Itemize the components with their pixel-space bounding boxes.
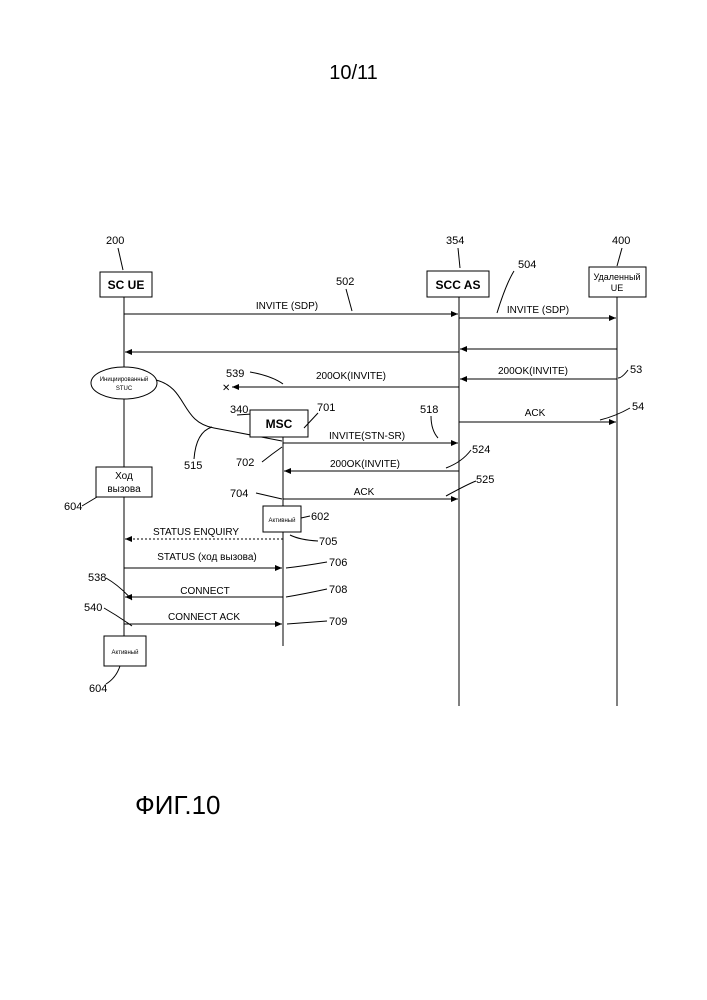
ref-706: 706	[329, 557, 347, 569]
ref-602: 602	[311, 511, 329, 523]
ref-538: 538	[88, 572, 106, 584]
ref-702-leader	[262, 447, 282, 462]
ref-708: 708	[329, 584, 347, 596]
state-initiated	[91, 367, 157, 399]
msg-53-label: 200OK(INVITE)	[498, 366, 568, 377]
ref-539-leader	[250, 372, 283, 384]
ref-709: 709	[329, 616, 347, 628]
remote-ue-ref-leader	[617, 248, 622, 266]
state-call-progress-line1: Ход	[115, 471, 133, 482]
ref-525-leader	[446, 481, 476, 496]
ref-502: 502	[336, 276, 354, 288]
scc-as-label: SCC AS	[436, 278, 481, 292]
scc-as-ref: 354	[446, 235, 464, 247]
ref-515: 515	[184, 460, 202, 472]
ref-708-leader	[286, 589, 327, 597]
ref-515-leader	[194, 427, 212, 459]
msg-504-label: INVITE (SDP)	[507, 305, 569, 316]
sc-ue-ref-leader	[118, 248, 123, 270]
ref-602-leader	[301, 516, 310, 518]
msg-706-label: STATUS (ход вызова)	[157, 552, 257, 563]
msg-524-label: 200OK(INVITE)	[330, 459, 400, 470]
ref-604-top-leader	[82, 497, 97, 506]
ref-701: 701	[317, 402, 335, 414]
ref-518-leader	[431, 416, 438, 438]
ref-709-leader	[287, 621, 327, 624]
msg-539-label: 200OK(INVITE)	[316, 371, 386, 382]
msg-54-label: ACK	[525, 408, 546, 419]
ref-539: 539	[226, 368, 244, 380]
scc-as-ref-leader	[458, 248, 460, 268]
ref-704-leader	[256, 493, 282, 499]
ref-54-leader	[600, 408, 630, 420]
msg-708-label: CONNECT	[180, 586, 229, 597]
ref-53-leader	[618, 370, 628, 378]
ref-540: 540	[84, 602, 102, 614]
ref-704: 704	[230, 488, 248, 500]
ref-702: 702	[236, 457, 254, 469]
msg-525-label: ACK	[354, 487, 375, 498]
ref-540-leader	[104, 608, 132, 626]
remote-ue-label-line2: UE	[611, 283, 624, 293]
ref-53: 53	[630, 364, 642, 376]
figure-caption: ФИГ.10	[135, 790, 221, 821]
state-initiated-line1: Инициированный	[100, 376, 149, 383]
remote-ue-ref: 400	[612, 235, 630, 247]
ref-705: 705	[319, 536, 337, 548]
ref-502-leader	[346, 289, 352, 311]
msc-label: MSC	[266, 417, 293, 431]
ref-524: 524	[472, 444, 490, 456]
remote-ue-label-line1: Удаленный	[594, 272, 641, 282]
ref-54: 54	[632, 401, 644, 413]
state-ue-active-label: Активный	[112, 649, 139, 656]
state-initiated-line2: STUC	[116, 386, 133, 392]
sc-ue-label: SC UE	[108, 278, 145, 292]
msg-518-label: INVITE(STN-SR)	[329, 431, 405, 442]
msg-705-label: STATUS ENQUIRY	[153, 527, 239, 538]
state-msc-active-label: Активный	[269, 517, 296, 524]
ref-604-top: 604	[64, 501, 82, 513]
ref-705-leader	[290, 535, 318, 541]
sc-ue-ref: 200	[106, 235, 124, 247]
ref-525: 525	[476, 474, 494, 486]
msg-709-label: CONNECT ACK	[168, 612, 240, 623]
msg-539-drop-mark: ✕	[222, 383, 230, 394]
state-call-progress-line2: вызова	[107, 484, 141, 495]
ref-504: 504	[518, 259, 536, 271]
ref-518: 518	[420, 404, 438, 416]
msg-502-label: INVITE (SDP)	[256, 301, 318, 312]
ref-604-bottom-leader	[106, 666, 120, 684]
ref-604-bottom: 604	[89, 683, 107, 695]
ref-706-leader	[286, 562, 327, 568]
